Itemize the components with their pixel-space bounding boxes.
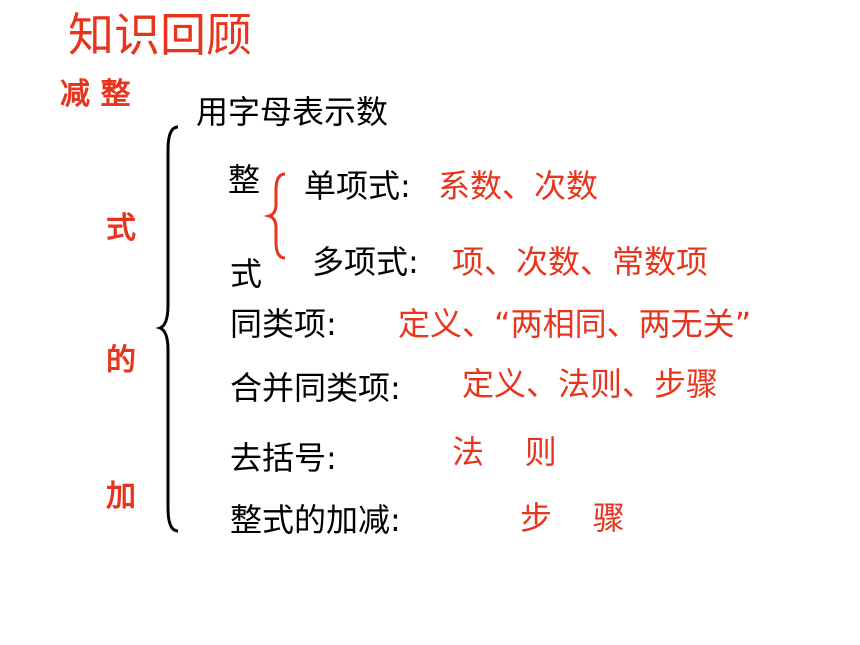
side-title-char-1: 式 [106,211,136,246]
remove-brackets-label: 去括号: [230,439,337,477]
side-title-top: 减 整 [60,77,131,112]
like-terms-label: 同类项: [230,305,337,343]
combine-like-terms-label: 合并同类项: [230,369,401,407]
zhengshi-bottom-char: 式 [230,255,263,293]
zhengshi-top-char: 整 [228,161,261,199]
combine-like-terms-answer: 定义、法则、步骤 [462,365,719,403]
big-brace [155,125,179,533]
small-brace [263,172,286,260]
remove-brackets-answer: 法 则 [452,433,557,471]
polynomial-add-sub-answer: 步 骤 [520,499,625,537]
like-terms-answer: 定义、“两相同、两无关” [398,305,752,343]
polynomial-add-sub-label: 整式的加减: [230,501,401,539]
monomial-answer: 系数、次数 [438,167,599,205]
polynomial-answer: 项、次数、常数项 [452,243,709,281]
slide-title: 知识回顾 [68,8,252,62]
monomial-label: 单项式: [304,167,411,205]
polynomial-label: 多项式: [312,243,419,281]
side-title-char-3: 加 [106,479,136,514]
side-title-char-2: 的 [106,343,136,378]
item-letters-represent-numbers: 用字母表示数 [196,93,389,131]
